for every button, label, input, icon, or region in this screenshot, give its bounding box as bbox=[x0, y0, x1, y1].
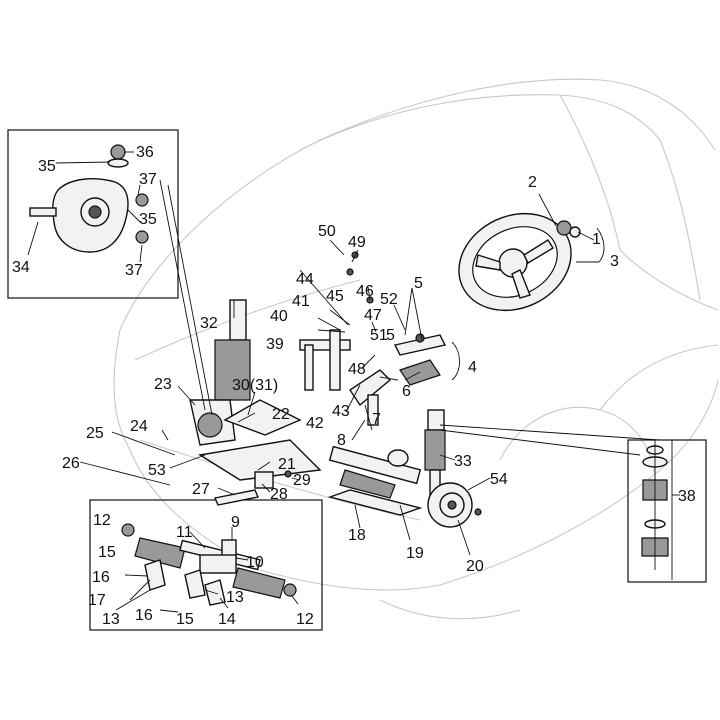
label-22: 22 bbox=[272, 406, 290, 423]
label-15-b: 15 bbox=[176, 611, 194, 628]
label-13-b: 13 bbox=[226, 589, 244, 606]
label-23: 23 bbox=[154, 376, 172, 393]
hub-inset-box bbox=[7, 129, 179, 299]
label-20: 20 bbox=[466, 558, 484, 575]
hub-carrier-part bbox=[29, 144, 149, 253]
label-4: 4 bbox=[468, 359, 477, 376]
label-50: 50 bbox=[318, 223, 336, 240]
label-18: 18 bbox=[348, 527, 366, 544]
label-43: 43 bbox=[332, 403, 350, 420]
label-37-b: 37 bbox=[125, 262, 143, 279]
label-24: 24 bbox=[130, 418, 148, 435]
label-19: 19 bbox=[406, 545, 424, 562]
label-17: 17 bbox=[88, 592, 106, 609]
label-35-b: 35 bbox=[139, 211, 157, 228]
label-9: 9 bbox=[231, 514, 240, 531]
label-32: 32 bbox=[200, 315, 218, 332]
label-25: 25 bbox=[86, 425, 104, 442]
rack-inset-box bbox=[89, 499, 323, 631]
shock-mount-inset-box bbox=[627, 439, 707, 583]
label-6: 6 bbox=[402, 383, 411, 400]
label-27: 27 bbox=[192, 481, 210, 498]
label-14: 14 bbox=[218, 611, 236, 628]
label-16-a: 16 bbox=[92, 569, 110, 586]
label-53: 53 bbox=[148, 462, 166, 479]
label-15-a: 15 bbox=[98, 544, 116, 561]
shock-mount-stack-part bbox=[641, 440, 669, 570]
label-5-b: 5 bbox=[386, 327, 395, 344]
label-29: 29 bbox=[293, 472, 311, 489]
label-12-a: 12 bbox=[93, 512, 111, 529]
label-34: 34 bbox=[12, 259, 30, 276]
label-40: 40 bbox=[270, 308, 288, 325]
label-39: 39 bbox=[266, 336, 284, 353]
label-46: 46 bbox=[356, 283, 374, 300]
leader-lines bbox=[27, 151, 680, 611]
label-7: 7 bbox=[372, 411, 381, 428]
label-30-31: 30(31) bbox=[232, 377, 278, 394]
label-33: 33 bbox=[454, 453, 472, 470]
label-44: 44 bbox=[296, 271, 314, 288]
label-38: 38 bbox=[678, 488, 696, 505]
label-42: 42 bbox=[306, 415, 324, 432]
front-strut-part bbox=[159, 179, 251, 446]
label-37-a: 37 bbox=[139, 171, 157, 188]
label-3: 3 bbox=[610, 253, 619, 270]
label-8: 8 bbox=[337, 432, 346, 449]
lower-control-arm-part bbox=[198, 399, 322, 506]
label-1: 1 bbox=[592, 231, 601, 248]
label-52: 52 bbox=[380, 291, 398, 308]
label-47: 47 bbox=[364, 307, 382, 324]
part-number-labels: 1 2 3 4 5 5 6 7 8 9 10 11 12 12 13 13 14… bbox=[12, 144, 696, 628]
label-45: 45 bbox=[326, 288, 344, 305]
label-48: 48 bbox=[348, 361, 366, 378]
label-49: 49 bbox=[348, 234, 366, 251]
label-13-a: 13 bbox=[102, 611, 120, 628]
label-54: 54 bbox=[490, 471, 508, 488]
label-10: 10 bbox=[246, 554, 264, 571]
label-16-b: 16 bbox=[135, 607, 153, 624]
label-5-a: 5 bbox=[414, 275, 423, 292]
label-2: 2 bbox=[528, 174, 537, 191]
label-21: 21 bbox=[278, 456, 296, 473]
label-11: 11 bbox=[176, 524, 193, 541]
label-26: 26 bbox=[62, 455, 80, 472]
label-28: 28 bbox=[270, 486, 288, 503]
steering-wheel-part bbox=[458, 212, 581, 312]
label-12-b: 12 bbox=[296, 611, 314, 628]
label-35-a: 35 bbox=[38, 158, 56, 175]
rack-inset-parts bbox=[121, 523, 297, 613]
steering-rack-part bbox=[327, 445, 423, 516]
label-36: 36 bbox=[136, 144, 154, 161]
label-51: 51 bbox=[370, 327, 388, 344]
label-41: 41 bbox=[292, 293, 310, 310]
